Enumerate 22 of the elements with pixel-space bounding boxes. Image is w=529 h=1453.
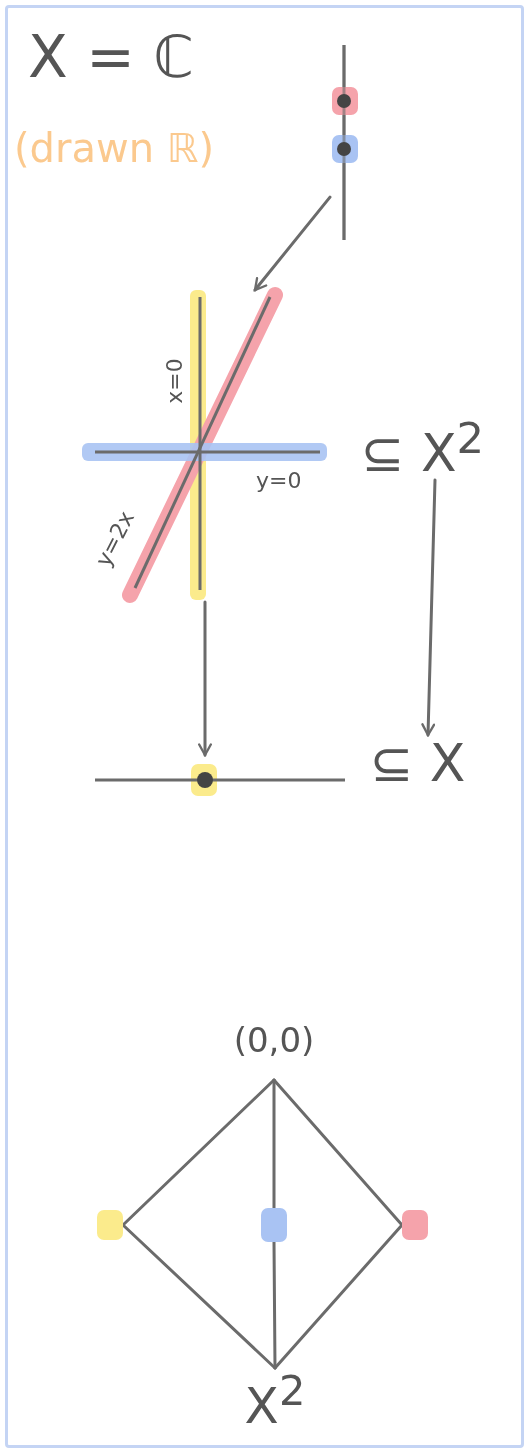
line-label: y=0: [256, 470, 302, 492]
arrow: [253, 195, 332, 292]
line-label: y=2x: [92, 507, 139, 571]
math-label: (0,0): [232, 1022, 316, 1060]
connector-line: [121, 1078, 276, 1227]
connector-line: [272, 1078, 404, 1227]
point-mark: [261, 1208, 287, 1242]
heading-label: (drawn ℝ): [14, 128, 215, 168]
point-mark: [402, 1210, 428, 1240]
line-label: x=0: [163, 358, 186, 404]
connector-line: [272, 1240, 277, 1370]
math-label: ⊆ X$^{2}$: [360, 415, 485, 483]
number-line-drawing: [330, 45, 360, 240]
math-label: ⊆ X: [368, 735, 467, 793]
connector-line: [121, 1223, 277, 1370]
heading-label: X = ℂ: [28, 28, 194, 86]
line-plot-drawing: [80, 290, 330, 602]
arrow: [421, 478, 437, 737]
connector-line: [273, 1223, 404, 1370]
arrow: [198, 600, 212, 757]
math-label: X$^{2}$: [243, 1368, 307, 1434]
point-mark: [97, 1210, 123, 1240]
